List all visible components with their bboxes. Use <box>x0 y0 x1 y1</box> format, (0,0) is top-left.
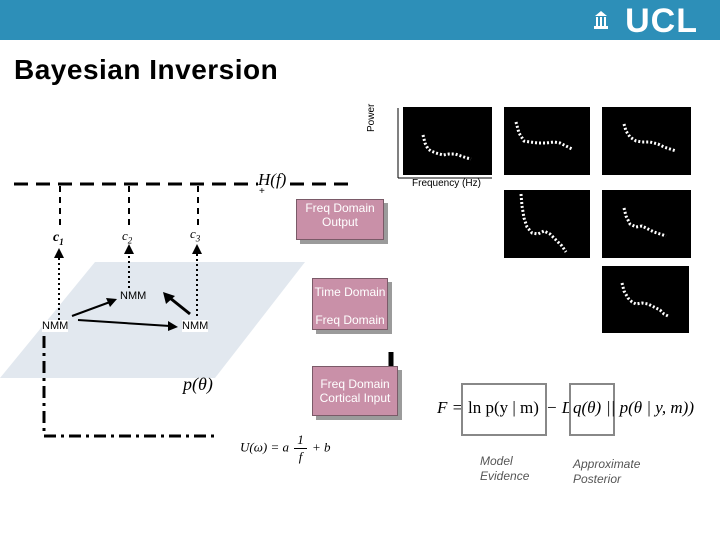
model-evidence-note: Model Evidence <box>480 454 530 483</box>
spectrum-thumb-3 <box>602 107 691 175</box>
kl-minus: − D <box>546 398 574 417</box>
ucl-logo: UCL <box>625 2 698 40</box>
cortical-input-box: Freq Domain Cortical Input <box>312 366 398 416</box>
ucl-portico-icon <box>594 11 608 29</box>
time-domain-label: Time Domain <box>314 285 386 299</box>
cortical-input-label: Freq Domain Cortical Input <box>319 377 391 405</box>
nmm-node-top: NMM <box>120 290 147 302</box>
approx-posterior-box <box>569 383 615 436</box>
spectrum-thumb-1 <box>403 107 492 175</box>
evidence-term: ln p(y | m) <box>468 398 539 417</box>
nmm-node-left: NMM <box>42 320 69 332</box>
posterior-term: q(θ) <box>573 398 602 417</box>
source-c3-sub: 3 <box>195 233 201 244</box>
transfer-function-label: H(f) <box>258 170 287 189</box>
slide-title: Bayesian Inversion <box>14 54 279 85</box>
kl-rest: || p(θ | y, m)) <box>606 398 694 417</box>
source-c2-sub: 2 <box>127 235 133 246</box>
spectrum-thumb-5 <box>602 190 691 258</box>
fraction-numerator: 1 <box>294 432 307 449</box>
neural-plane <box>0 262 305 378</box>
fraction-denominator: f <box>298 449 303 464</box>
input-spectrum-lhs: U(ω) = a <box>240 439 289 455</box>
input-spectrum-formula: U(ω) = a 1 f + b <box>240 432 331 465</box>
input-spectrum-rhs: + b <box>312 439 331 455</box>
source-c2-label: c <box>122 228 128 243</box>
spectrum-thumb-6 <box>602 266 689 333</box>
time-freq-domain-box: Time Domain Freq Domain <box>312 278 388 330</box>
plus-sign: + <box>259 186 265 197</box>
source-c1: c1 <box>53 230 64 247</box>
model-evidence-box <box>461 383 547 436</box>
spectrum-thumb-2 <box>504 107 590 175</box>
source-c1-label: c <box>53 230 60 245</box>
source-c3: c3 <box>190 226 200 244</box>
input-spectrum-fraction: 1 f <box>294 432 307 465</box>
frequency-axis-label: Frequency (Hz) <box>412 178 481 189</box>
freq-domain-output-label: Freq Domain Output <box>305 201 375 229</box>
freq-domain-label: Freq Domain <box>315 313 385 327</box>
spectrum-thumb-4 <box>504 190 590 258</box>
approx-posterior-note: Approximate Posterior <box>573 457 641 486</box>
source-c3-label: c <box>190 226 196 241</box>
nmm-node-right: NMM <box>182 320 209 332</box>
free-energy-lhs: F = <box>437 398 464 417</box>
source-c1-sub: 1 <box>59 236 64 247</box>
source-c2: c2 <box>122 228 132 246</box>
freq-domain-output-box: Freq Domain Output <box>296 199 384 240</box>
prior-label: p(θ) <box>183 374 213 394</box>
